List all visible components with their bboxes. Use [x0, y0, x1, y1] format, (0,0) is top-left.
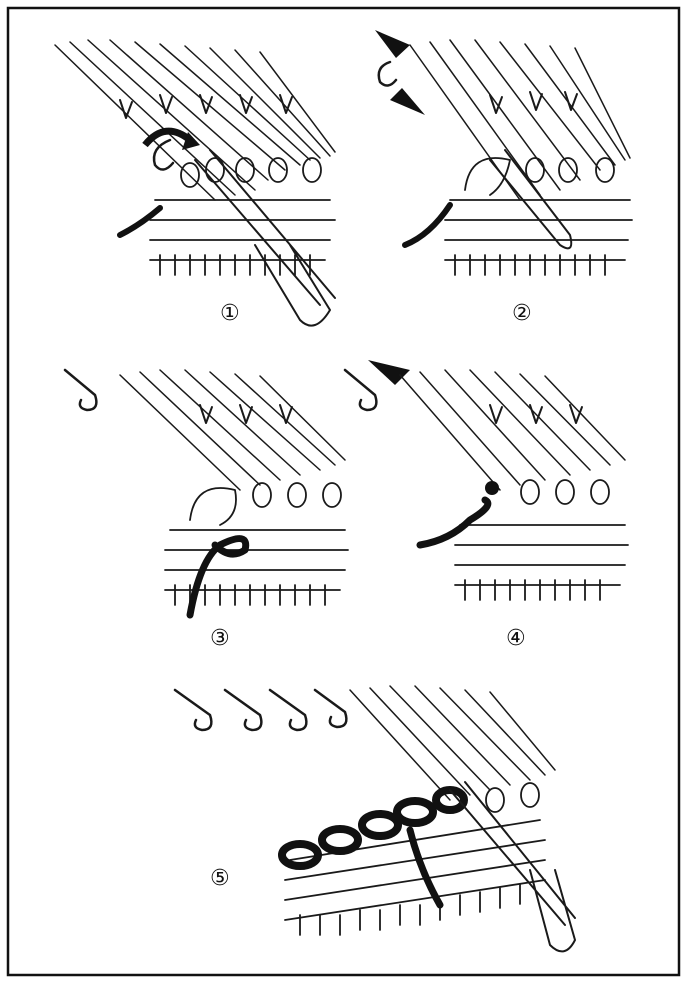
needle-hook — [379, 62, 396, 86]
arrow-up-icon — [390, 88, 425, 115]
needle-hook — [345, 370, 376, 410]
arrow-down-icon — [375, 30, 410, 58]
knitted-fabric — [445, 158, 632, 275]
step-label-3: ③ — [210, 626, 230, 651]
needle-hook — [65, 370, 96, 410]
yarn-end — [410, 830, 440, 905]
yarn-end — [420, 500, 488, 545]
needle-bed-lines — [120, 370, 345, 490]
knitted-fabric — [165, 483, 348, 605]
knitted-fabric — [285, 783, 545, 935]
curved-arrow-icon — [145, 131, 190, 145]
needle-bed-lines — [55, 40, 335, 200]
needle-bed-lines — [350, 686, 555, 800]
latch-needles — [120, 95, 292, 118]
bound-off-chain — [282, 790, 464, 866]
step-label-1: ① — [220, 301, 240, 326]
step-label-4: ④ — [506, 626, 526, 651]
panel-step-3 — [65, 370, 348, 615]
arrow-up-left-icon — [368, 360, 410, 385]
panel-step-2 — [375, 30, 632, 275]
knitted-fabric — [455, 480, 628, 600]
needle-hooks-row — [175, 690, 346, 730]
step-label-5: ⑤ — [210, 866, 230, 891]
needle-bed-lines — [400, 370, 625, 490]
yarn-end — [120, 208, 160, 235]
panel-step-5 — [175, 686, 575, 951]
stitch-marker — [485, 481, 499, 495]
panel-step-4 — [345, 360, 628, 600]
transfer-tool — [450, 782, 575, 951]
step-label-2: ② — [512, 301, 532, 326]
panel-step-1 — [55, 40, 335, 326]
yarn-end — [405, 205, 450, 245]
